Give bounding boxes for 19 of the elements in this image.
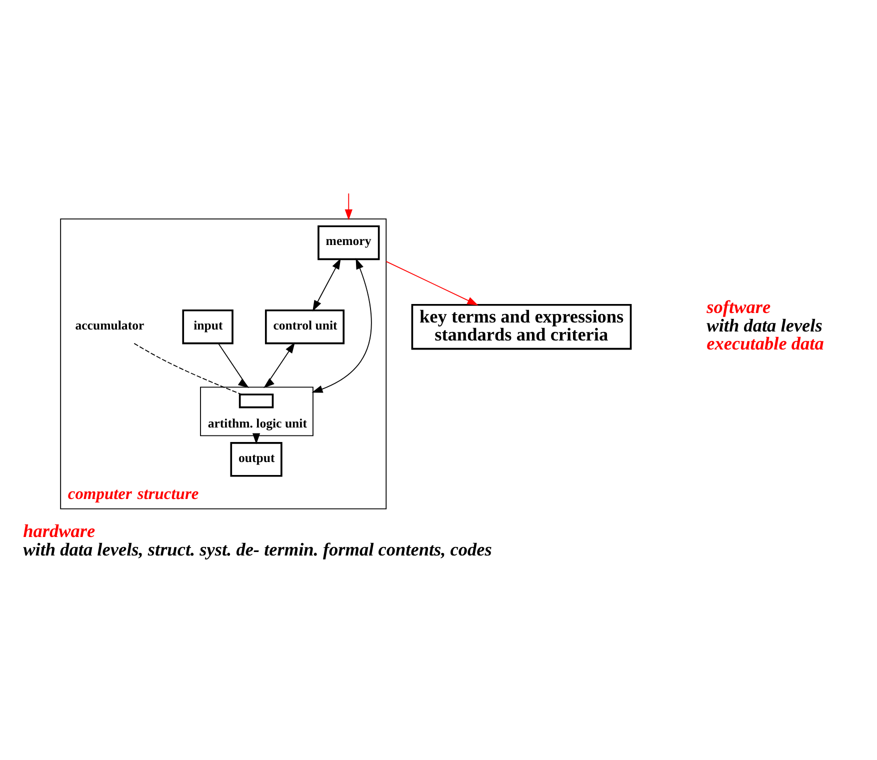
node-label: software bbox=[706, 297, 771, 318]
node-box: control unit bbox=[264, 309, 345, 344]
arrow bbox=[312, 258, 372, 393]
node-label: hardware bbox=[23, 521, 96, 542]
node-text: accumulator bbox=[75, 318, 144, 332]
node-box: memory bbox=[318, 225, 380, 260]
cluster: artithm. logic unit bbox=[200, 386, 314, 436]
node-box bbox=[238, 394, 274, 408]
node-box: key terms and expressions standards and criteria bbox=[411, 304, 632, 350]
node-label: executable data bbox=[706, 334, 824, 354]
node-label: with data levels, struct. syst. de- termin. formal contents, codes bbox=[23, 539, 492, 560]
arrow bbox=[312, 258, 341, 312]
arrow bbox=[263, 342, 296, 388]
arrow bbox=[386, 261, 478, 306]
arrow bbox=[344, 193, 352, 220]
connector bbox=[134, 342, 242, 395]
node-box: output bbox=[230, 442, 282, 477]
node-box: input bbox=[182, 309, 234, 344]
arrow bbox=[218, 342, 250, 388]
